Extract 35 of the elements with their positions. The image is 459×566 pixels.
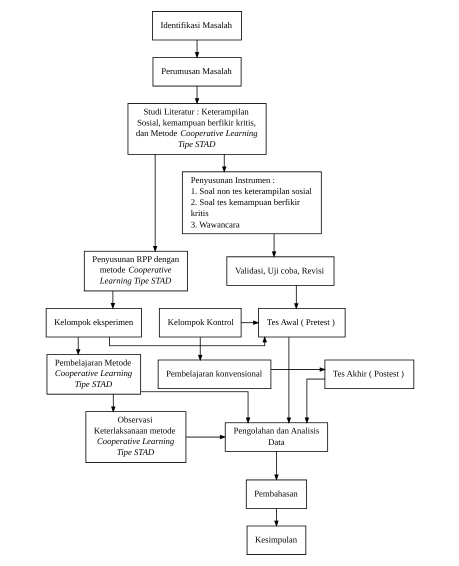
arrow [194, 40, 199, 59]
arrow [185, 434, 226, 440]
node-box: Penyusunan Instrumen : 1. Soal non tes keterampilan sosial 2. Soal tes kemampuan berfikir kritis 3. Wawancara [181, 171, 322, 234]
node-box: Kesimpulan [246, 526, 306, 555]
arrow [75, 336, 80, 356]
arrow [271, 234, 276, 258]
node-box: Perumusan Masalah [152, 57, 242, 86]
node-box: Pengolahan dan Analisis Data [224, 422, 328, 452]
node-box: Pembahasan [245, 480, 307, 509]
arrow [110, 290, 115, 310]
arrow [286, 336, 291, 424]
arrow [270, 367, 326, 372]
node-box: Observasi Keterlaksanaan metode Cooperative Learning Tipe STAD [84, 411, 186, 463]
arrow [152, 154, 157, 252]
node-box: Identifikasi Masalah [152, 11, 242, 40]
arrow [294, 285, 298, 310]
node-box: Validasi, Uji coba, Revisi [226, 256, 334, 286]
arrow [274, 508, 278, 527]
arrow [110, 394, 115, 413]
arrow [108, 336, 266, 346]
arrow [140, 391, 250, 424]
node-box: Penyusunan RPP dengan metode Cooperative Learning Tipe STAD [83, 250, 188, 292]
node-box: Pembelajaran Metode Cooperative Learning Tipe STAD [46, 354, 141, 395]
node-box: Kelompok Kontrol [158, 308, 242, 338]
node-box: Studi Literatur : Keterampilan Sosial, kemampuan berfikir kritis, dan Metode Cooperative Learning Tipe STAD [127, 103, 266, 155]
arrow [304, 378, 325, 424]
node-box: Pembelajaran konvensional [157, 360, 271, 389]
arrow [222, 154, 226, 173]
arrow [198, 336, 202, 362]
node-box: Kelompok eksperimen [45, 308, 142, 338]
arrow [274, 451, 278, 481]
arrow [194, 86, 199, 105]
node-box: Tes Akhir ( Postest ) [324, 360, 414, 389]
node-box: Tes Awal ( Pretest ) [258, 308, 346, 338]
arrow [240, 320, 260, 325]
